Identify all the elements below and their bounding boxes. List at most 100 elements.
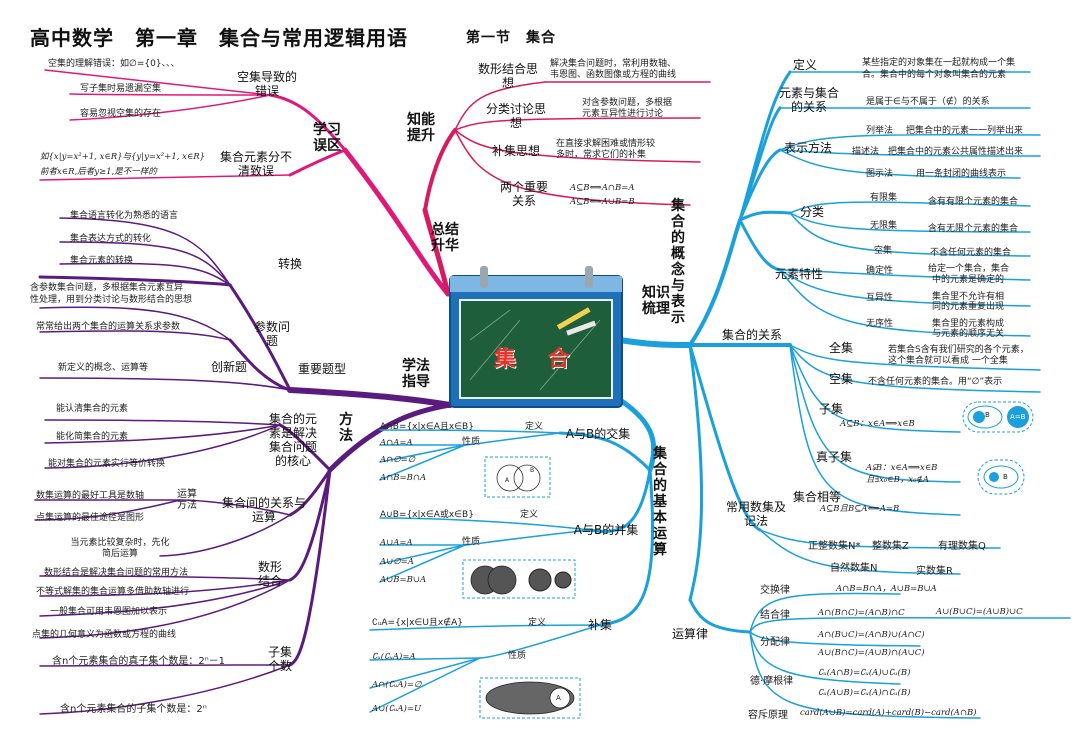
method-node: 方法 <box>339 412 353 444</box>
class-desc-3: 不含任何元素的集合 <box>930 248 1012 258</box>
complement-prop-3: A∪(∁ᵤA)=U <box>372 704 422 714</box>
element-property-node: 元素特性 <box>774 267 823 281</box>
empty-set-item-3: 容易忽视空集的存在 <box>80 109 162 119</box>
subset-node: 子集 <box>818 402 843 416</box>
proper-subset-desc-1: A⫋B：x∈A⟹x∈B <box>866 463 938 473</box>
class-desc-1: 含有有限个元素的集合 <box>928 197 1019 207</box>
prop-desc-5: 集合里的元素构成 <box>932 319 1005 329</box>
venn-int-a: A <box>505 477 510 484</box>
empty-set-item-1: 空集的理解错误：如∅={0}、、、 <box>48 59 180 69</box>
definition-desc-2: 合。集合中的每个对象叫集合的元素 <box>862 70 1007 80</box>
idea-desc-4: 元素互异性进行讨论 <box>582 109 664 119</box>
classification-node: 分类 <box>799 205 824 219</box>
complement-prop-1: ∁ᵤ(∁ᵤA)=A <box>372 652 416 662</box>
innovation-node: 创新题 <box>210 360 247 374</box>
intersection-def: A∩B={x|x∈A且x∈B} <box>380 422 474 432</box>
empty-set-desc: 不含任何元素的集合。用“∅”表示 <box>868 377 1003 387</box>
set-n: 自然数集N <box>830 563 878 574</box>
venn-complement <box>479 677 581 719</box>
parameter-item-1: 含参数集合问题，多根据集合元素互异 <box>30 283 184 293</box>
intersection-prop-3: A∩B=B∩A <box>380 473 427 483</box>
complement-prop-label: 性质 <box>508 651 527 661</box>
idea-desc-3: 对含参数问题，多根据 <box>582 98 673 108</box>
union-prop-label: 性质 <box>462 537 481 547</box>
basic-ops-node: 集合的基本运算 <box>653 446 667 558</box>
venn-int-b: B <box>530 467 535 474</box>
idea-desc-2: 韦恩图、函数图像或方程的曲线 <box>550 70 677 80</box>
core-item-1: 能认清集合的元素 <box>56 404 129 414</box>
core-item-3: 能对集合的元素实行等价转换 <box>48 459 166 469</box>
parameter-item-3: 常常给出两个集合的运算关系求参数 <box>36 322 181 332</box>
law-desc-5: A∪(B∩C)=(A∪B)∩(A∪C) <box>818 648 925 658</box>
central-board <box>449 266 623 408</box>
venn-label-b-2: B <box>1003 473 1008 481</box>
prop-desc-6: 与元素的顺序无关 <box>932 329 1005 339</box>
complement-prop-2: A∩(∁ᵤA)=∅ <box>372 680 422 690</box>
subset-count-node: 子集个数 <box>267 645 292 673</box>
intersection-prop-1: A∩A=A <box>380 438 413 448</box>
law-desc-8: card(A∪B)=card(A)+card(B)−card(A∩B) <box>800 708 977 718</box>
venn-comp-a: A <box>556 694 561 702</box>
class-2: 无限集 <box>870 221 898 231</box>
subset-desc: A⊆B：x∈A⟹x∈B <box>840 419 915 429</box>
page-title: 高中数学 第一章 集合与常用逻辑用语 <box>30 26 408 50</box>
prop-1: 确定性 <box>866 266 894 276</box>
law-desc-2: A∩(B∩C)=(A∩B)∩C <box>818 608 905 618</box>
subset-count-item-2: 含n个元素集合的子集个数是：2ⁿ <box>60 704 207 715</box>
complement-def: ∁ᵤA={x|x∈U且x∉A} <box>372 618 463 628</box>
element-relation-node: 元素与集合的关系 <box>778 86 839 114</box>
law-desc-7: ∁ᵤ(A∪B)=∁ᵤ(A)∩∁ᵤ(B) <box>818 688 911 698</box>
set-equal-desc: A⊆B且B⊆A⟺A=B <box>820 504 900 514</box>
law-associative: 结合律 <box>760 610 790 621</box>
complement-def-label: 定义 <box>528 618 547 628</box>
rep-method-1: 列举法 <box>866 126 894 136</box>
element-confusion-item-1: 如{x|y=x²+1, x∈R}与{y|y=x²+1, x∈R} <box>40 152 206 162</box>
element-confusion-node: 集合元素分不清致误 <box>219 150 292 178</box>
universal-desc-2: 这个集合就可以看成 一个全集 <box>888 356 1008 366</box>
prop-desc-1: 给定一个集合，集合 <box>928 264 1010 274</box>
element-relation-desc: 是属于∈与不属于（∉）的关系 <box>866 97 990 107</box>
prop-3: 无序性 <box>866 319 894 329</box>
law-distributive: 分配律 <box>760 637 790 648</box>
laws-node: 运算律 <box>671 627 708 641</box>
proper-subset-node: 真子集 <box>815 450 852 464</box>
idea-relations: 两个重要关系 <box>500 180 549 208</box>
set-z: 整数集Z <box>872 541 909 552</box>
conversion-item-2: 集合表达方式的转化 <box>70 234 152 244</box>
class-1: 有限集 <box>870 193 898 203</box>
class-3: 空集 <box>874 246 893 256</box>
prop-desc-2: 中的元素是确定的 <box>932 275 1005 285</box>
definition-node: 定义 <box>792 58 817 72</box>
law-inclusion-exclusion: 容斥原理 <box>748 710 788 721</box>
rep-desc-2: 把集合中的元素公共属性描述出来 <box>888 147 1024 157</box>
representation-node: 表示方法 <box>783 141 832 155</box>
number-shape-item-3: 一般集合可用韦恩图加以表示 <box>50 607 168 617</box>
relations-ops-node: 集合间的关系与运算 <box>222 496 307 524</box>
set-r: 实数集R <box>916 566 953 577</box>
union-prop-2: A∪∅=A <box>380 557 414 567</box>
subset-count-item-1: 含n个元素集合的真子集个数是：2ⁿ－1 <box>52 656 226 667</box>
law-desc-3: A∪(B∪C)=(A∪B)∪C <box>936 607 1023 617</box>
core-node: 集合的元素是解决集合问题的核心 <box>268 412 317 468</box>
union-prop-3: A∪B=B∪A <box>380 575 427 585</box>
relation-2: A⊆B⟺A∪B=B <box>570 197 635 207</box>
union-prop-1: A∪A=A <box>380 538 413 548</box>
set-relations-node: 集合的关系 <box>721 328 782 342</box>
parameter-item-2: 性处理，用到分类讨论与数形结合的思想 <box>30 295 193 305</box>
venn-label-b: B <box>985 411 990 419</box>
conversion-item-1: 集合语言转化为熟悉的语言 <box>70 211 179 221</box>
law-desc-6: ∁ᵤ(A∩B)=∁ᵤ(A)∪∁ᵤ(B) <box>818 668 911 678</box>
idea-complement: 补集思想 <box>491 144 540 158</box>
prop-desc-3: 集合里不允许有相 <box>932 292 1005 302</box>
law-desc-4: A∩(B∪C)=(A∩B)∪(A∩C) <box>818 630 925 640</box>
number-shape-node: 数形结合 <box>257 560 282 588</box>
op-method-2: 点集运算的最佳途径是图形 <box>36 513 145 523</box>
op-method-1: 数集运算的最好工具是数轴 <box>36 491 145 501</box>
innovation-item: 新定义的概念、运算等 <box>58 363 149 373</box>
empty-set-item-2: 写子集时易遗漏空集 <box>80 84 162 94</box>
empty-set-node: 空集 <box>828 372 853 386</box>
conversion-node: 转换 <box>277 257 302 271</box>
universal-set-node: 全集 <box>828 341 853 355</box>
idea-desc-6: 多时，常求它们的补集 <box>556 150 647 160</box>
